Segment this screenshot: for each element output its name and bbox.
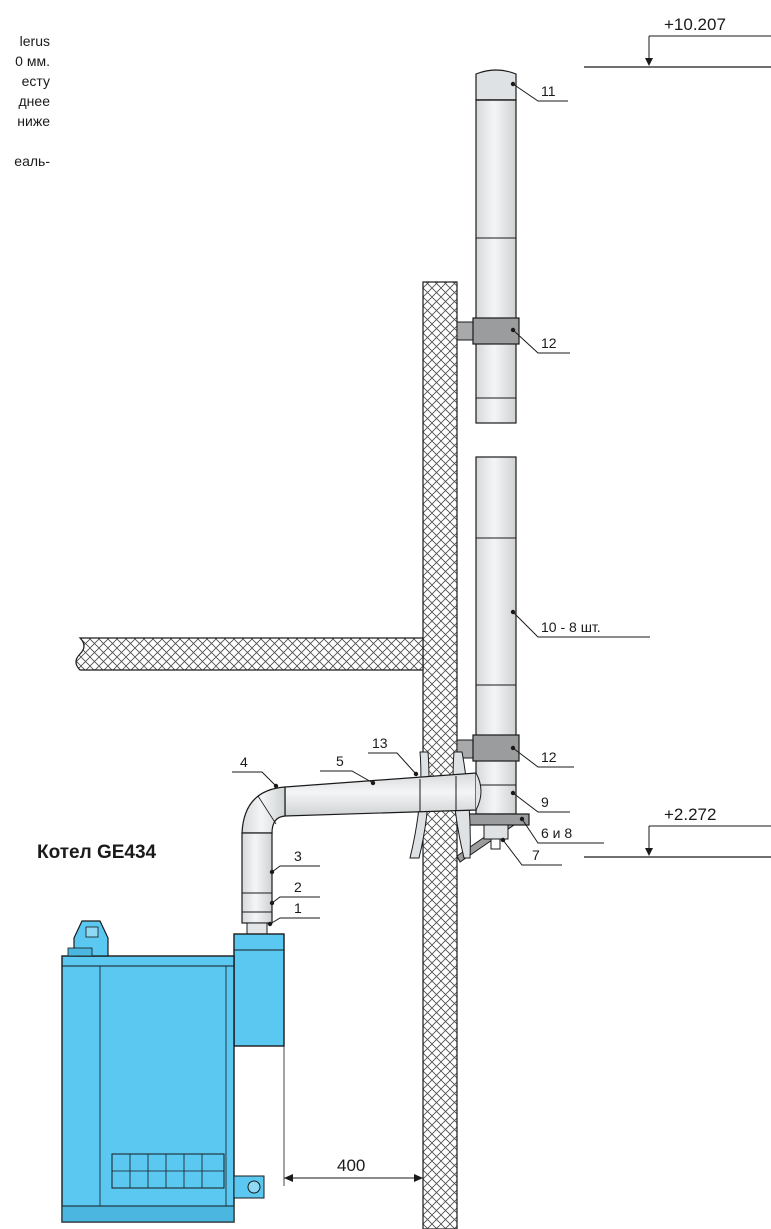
leader-12-low: [512, 747, 574, 768]
vertical-connector-pipe: [241, 832, 273, 935]
callout-label-10: 10 - 8 шт.: [541, 619, 601, 635]
leader-2: [271, 896, 320, 904]
dimension-400: 400: [283, 1046, 423, 1186]
callout-leaders: [232, 83, 650, 925]
callout-label-12-low: 12: [541, 749, 557, 765]
level-marker-top: +10.207: [584, 15, 771, 68]
callout-dots: [267, 81, 525, 927]
leader-11: [512, 83, 568, 102]
leader-3: [271, 865, 320, 873]
fragment-line: 0 мм.: [15, 53, 50, 69]
fragment-line: есту: [21, 73, 50, 89]
fragment-line: ниже: [17, 113, 50, 129]
callout-label-3: 3: [294, 848, 302, 864]
floor-slab: [75, 637, 424, 671]
leader-6-8: [521, 818, 604, 844]
wall-clamp-upper: [456, 317, 520, 345]
leader-7: [502, 839, 562, 866]
callout-label-2: 2: [294, 879, 302, 895]
callout-label-7: 7: [532, 847, 540, 863]
callout-label-11: 11: [541, 83, 556, 99]
level-label-mid: +2.272: [664, 805, 716, 824]
callout-label-9: 9: [541, 794, 549, 810]
callout-label-1: 1: [294, 900, 302, 916]
condensate-drain: [483, 824, 509, 850]
leader-12-top: [512, 329, 570, 354]
callout-label-4: 4: [240, 754, 248, 770]
callout-label-12-top: 12: [541, 335, 557, 351]
fragment-line: еаль-: [14, 153, 50, 169]
callout-label-6-8: 6 и 8: [541, 825, 572, 841]
boiler-title: Котел GE434: [37, 842, 157, 863]
fragment-line: днее: [18, 93, 50, 109]
dimension-label: 400: [337, 1156, 365, 1175]
leader-4: [232, 771, 277, 787]
leader-1: [269, 917, 320, 925]
callout-label-13: 13: [372, 735, 388, 751]
boiler-unit: [61, 920, 285, 1223]
wall-clamp-lower: [456, 734, 520, 762]
flue-elbow: [241, 786, 286, 834]
level-label-top: +10.207: [664, 15, 726, 34]
cropped-text-fragment: lerus 0 мм. есту днее ниже еаль-: [14, 31, 50, 171]
callout-label-5: 5: [336, 753, 344, 769]
leader-5: [320, 770, 374, 784]
fragment-line: lerus: [19, 33, 50, 49]
upper-chimney-section: [475, 69, 517, 424]
leader-13: [368, 752, 417, 775]
horizontal-flue-pipe: [284, 772, 482, 817]
leader-10: [512, 611, 650, 638]
level-marker-mid: +2.272: [584, 805, 771, 858]
leader-9: [512, 792, 570, 813]
